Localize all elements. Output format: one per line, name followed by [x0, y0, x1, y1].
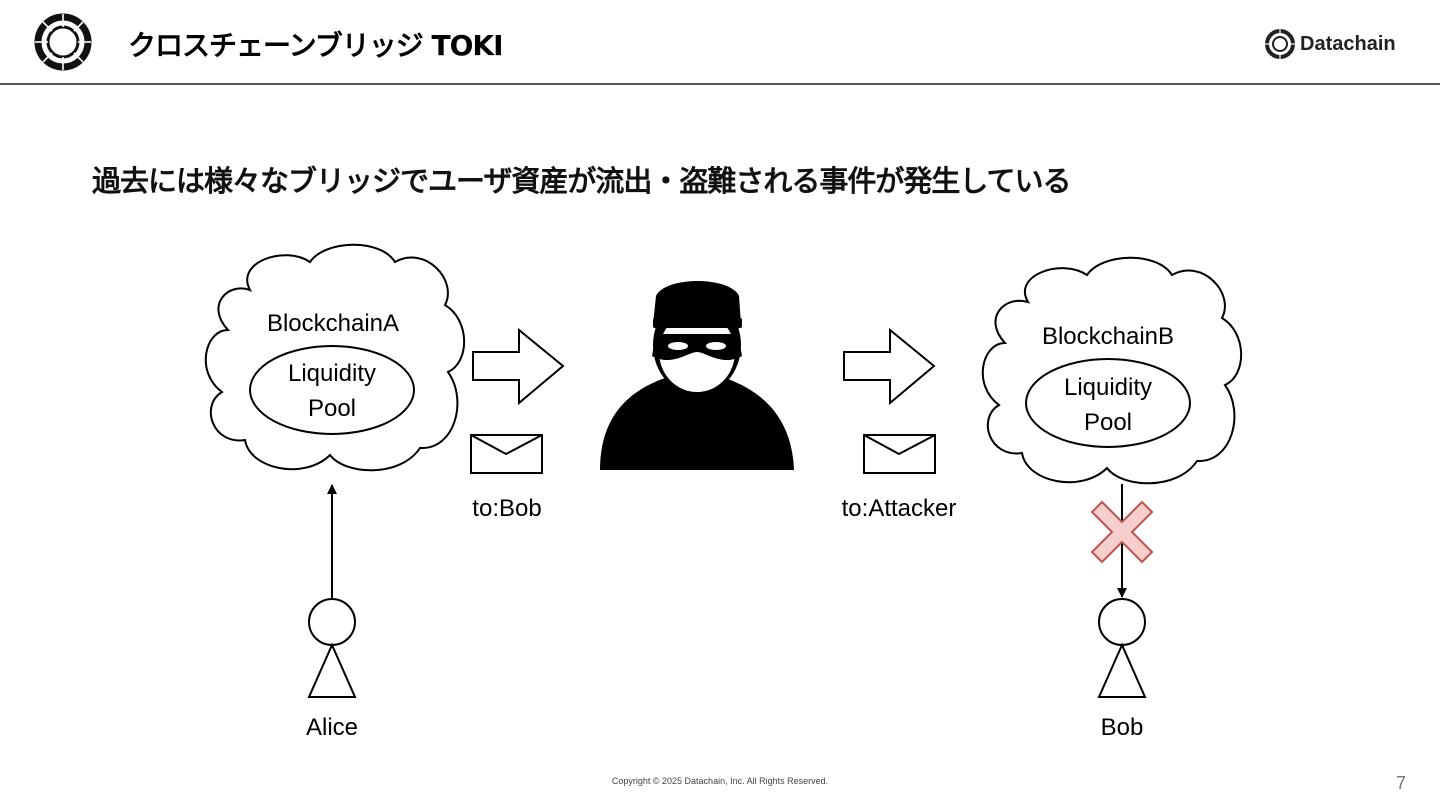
page-number: 7	[1395, 773, 1406, 793]
liquidity-pool-b-line2: Pool	[1084, 409, 1132, 436]
liquidity-pool-a	[249, 345, 415, 435]
toki-logo-icon	[34, 13, 92, 71]
header-divider	[0, 83, 1440, 85]
liquidity-pool-b	[1025, 358, 1191, 448]
bob-label: Bob	[1101, 714, 1144, 741]
cross-mark-icon	[1090, 500, 1154, 564]
hollow-right-arrow-icon	[843, 327, 936, 406]
envelope-icon	[863, 434, 936, 474]
page-title: クロスチェーンブリッジ TOKI	[128, 29, 504, 62]
footer-copyright: Copyright © 2025 Datachain, Inc. All Rig…	[611, 776, 829, 786]
attacker-icon	[600, 281, 794, 470]
blockchain-a-node: BlockchainA Liquidity Pool	[204, 243, 466, 472]
liquidity-pool-a-line1: Liquidity	[288, 360, 376, 387]
envelope-icon	[470, 434, 543, 474]
blockchain-b-label: BlockchainB	[1042, 323, 1174, 350]
liquidity-pool-a-line2: Pool	[308, 395, 356, 422]
liquidity-pool-b-line1: Liquidity	[1064, 374, 1152, 401]
brand-name: Datachain	[1300, 32, 1396, 55]
alice-label: Alice	[306, 714, 358, 741]
message-right-label: to:Attacker	[842, 495, 957, 522]
user-icon	[1097, 598, 1147, 698]
message-left-label: to:Bob	[472, 495, 541, 522]
datachain-logo: Datachain	[1264, 27, 1396, 61]
datachain-mark-icon	[1265, 29, 1295, 59]
blockchain-a-label: BlockchainA	[267, 310, 399, 337]
blockchain-b-node: BlockchainB Liquidity Pool	[981, 256, 1243, 485]
hollow-right-arrow-icon	[472, 327, 565, 406]
user-icon	[307, 598, 357, 698]
slide-subtitle: 過去には様々なブリッジでユーザ資産が流出・盗難される事件が発生している	[92, 164, 1072, 198]
